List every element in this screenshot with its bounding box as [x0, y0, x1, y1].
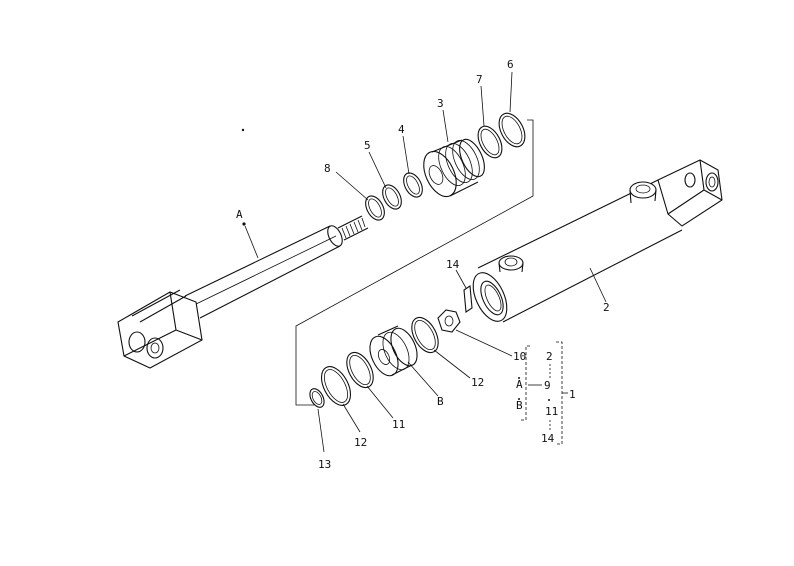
- callout-6: 6: [507, 58, 514, 71]
- callout-12-upper: 12: [471, 376, 484, 389]
- callout-3: 3: [437, 97, 444, 110]
- callout-a: A: [236, 208, 243, 221]
- cylinder-head-3: 3: [423, 97, 485, 198]
- callout-5: 5: [364, 139, 371, 152]
- explosion-path-line: [295, 119, 534, 406]
- ring-7: 7: [476, 73, 503, 159]
- legend-outer-item-4: 14: [541, 432, 555, 445]
- rod-thread: [337, 215, 369, 241]
- ring-5: 5: [364, 139, 402, 210]
- legend-outer-item-3: 11: [545, 405, 558, 418]
- seal-14: 14: [446, 258, 473, 313]
- callout-8: 8: [324, 162, 331, 175]
- callout-2: 2: [603, 301, 610, 314]
- piston-rod-a: A: [117, 208, 369, 369]
- piston-b: B: [369, 325, 444, 408]
- legend-inner-total: 9: [544, 379, 551, 392]
- o-ring-6: 6: [498, 58, 526, 148]
- legend-inner-item-b: B: [516, 399, 523, 412]
- legend-inner-item-a: A: [516, 378, 523, 391]
- legend-outer-item-1: 2: [546, 350, 553, 363]
- ring-11: 11: [346, 351, 405, 431]
- callout-14: 14: [446, 258, 460, 271]
- nut-10: 10: [437, 309, 526, 363]
- seal-ring-8: 8: [324, 162, 385, 221]
- callout-b: B: [437, 395, 444, 408]
- callout-12-lower: 12: [354, 436, 367, 449]
- callout-13: 13: [318, 458, 331, 471]
- ring-12-upper: 12: [411, 316, 484, 389]
- callout-11: 11: [392, 418, 405, 431]
- legend-outer-total: 1: [569, 388, 576, 401]
- ring-13: 13: [309, 388, 331, 471]
- cylinder-barrel-2: 2: [472, 159, 723, 323]
- callout-7: 7: [476, 73, 483, 86]
- rod-clevis: [117, 289, 203, 369]
- callout-10: 10: [513, 350, 526, 363]
- leader-a: [244, 225, 259, 259]
- callout-4: 4: [398, 123, 405, 136]
- legend-outer-bracket: [556, 341, 563, 445]
- legend-inner-bracket: [520, 345, 530, 421]
- kit-legend: A B 9 2 11 14 1: [516, 341, 576, 445]
- ring-4: 4: [398, 123, 423, 198]
- ring-12-lower: 12: [320, 366, 367, 449]
